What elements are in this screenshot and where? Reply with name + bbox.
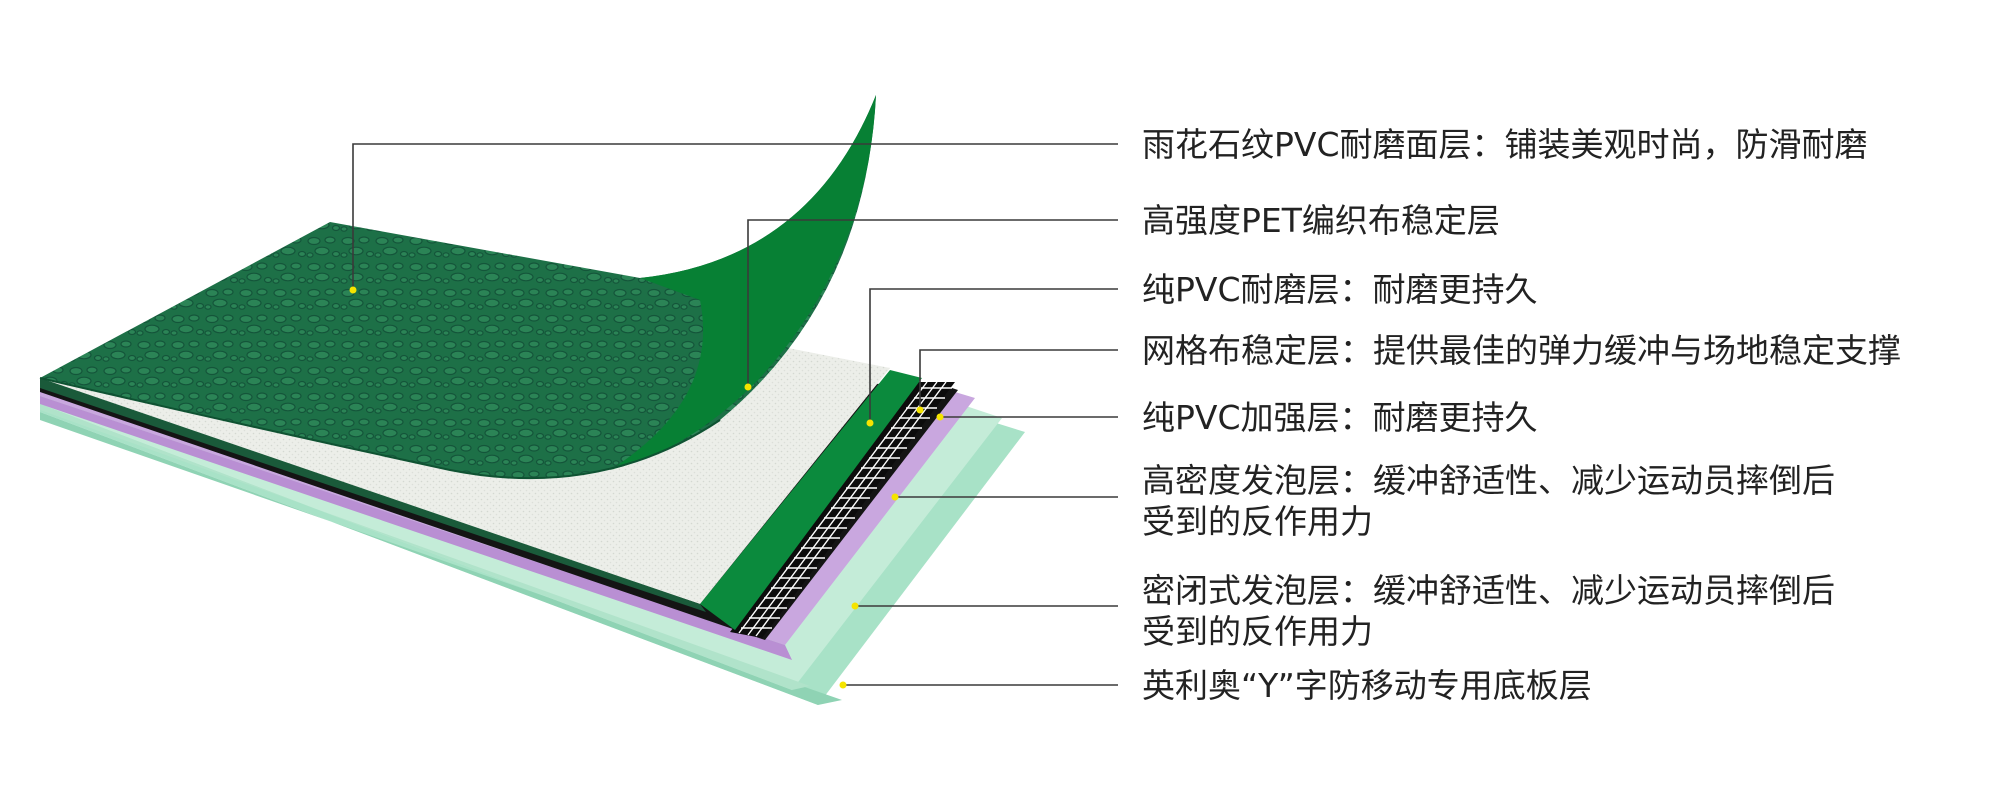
label-line: 受到的反作用力 (1142, 612, 1373, 651)
label-line: 高强度PET编织布稳定层 (1142, 201, 1500, 240)
label-line: 英利奥“Y”字防移动专用底板层 (1142, 666, 1592, 705)
mesh-fabric-label: 网格布稳定层：提供最佳的弹力缓冲与场地稳定支撑 (1142, 330, 1901, 371)
label-line: 密闭式发泡层：缓冲舒适性、减少运动员摔倒后 (1142, 571, 1835, 610)
leader-lines (352, 143, 1118, 686)
label-line: 网格布稳定层：提供最佳的弹力缓冲与场地稳定支撑 (1142, 331, 1901, 370)
pvc-reinforce-label: 纯PVC加强层：耐磨更持久 (1142, 397, 1538, 438)
base-layer-label: 英利奥“Y”字防移动专用底板层 (1142, 665, 1592, 706)
pvc-wear-shape (700, 370, 922, 630)
pvc-wear-label: 纯PVC耐磨层：耐磨更持久 (1142, 269, 1538, 310)
label-line: 雨花石纹PVC耐磨面层：铺装美观时尚，防滑耐磨 (1142, 125, 1868, 164)
label-line: 高密度发泡层：缓冲舒适性、减少运动员摔倒后 (1142, 461, 1835, 500)
closed-foam-label: 密闭式发泡层：缓冲舒适性、减少运动员摔倒后 受到的反作用力 (1142, 570, 1835, 652)
wear-surface-label: 雨花石纹PVC耐磨面层：铺装美观时尚，防滑耐磨 (1142, 124, 1868, 165)
label-line: 纯PVC加强层：耐磨更持久 (1142, 398, 1538, 437)
mesh-fabric-shape (730, 381, 955, 638)
high-density-foam-label: 高密度发泡层：缓冲舒适性、减少运动员摔倒后 受到的反作用力 (1142, 460, 1835, 542)
pet-fabric-label: 高强度PET编织布稳定层 (1142, 200, 1500, 241)
label-line: 纯PVC耐磨层：耐磨更持久 (1142, 270, 1538, 309)
leader-dots (349, 286, 944, 689)
wear-surface-shape (39, 95, 876, 480)
label-line: 受到的反作用力 (1142, 502, 1373, 541)
